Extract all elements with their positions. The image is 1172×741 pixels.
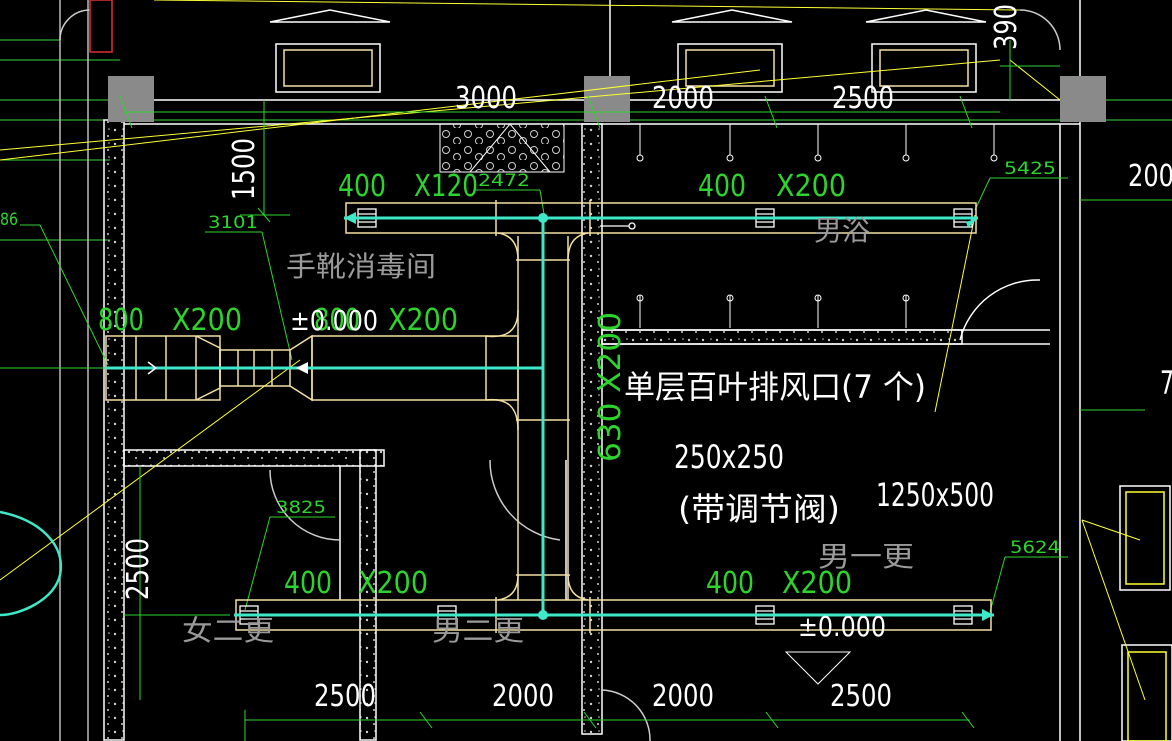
- label-upper-left-h: X120: [414, 169, 478, 204]
- dim-2500-bottom-a: 2500: [314, 679, 376, 714]
- label-main-left-h: X200: [172, 303, 242, 338]
- dim-2000-bottom-b: 2000: [652, 679, 714, 714]
- dim-390: 390: [989, 4, 1024, 50]
- dimension-text: 3000 2000 2500 390 1500 2500 200 2500 20…: [121, 4, 1172, 714]
- room-labels: 手靴消毒间 ±0.000 男浴 男一更 男二更 女二更 ±0.000: [182, 214, 914, 647]
- label-lower-left-w: 400: [284, 566, 332, 601]
- note-louver: 单层百叶排风口(7 个): [624, 368, 926, 406]
- dim-2000-bottom-a: 2000: [492, 679, 554, 714]
- room-shoe-disinfection: 手靴消毒间: [286, 250, 436, 283]
- notes: 单层百叶排风口(7 个) 250x250 (带调节阀) 1250x500 7: [624, 364, 1172, 528]
- label-main-mid-h: X200: [388, 303, 458, 338]
- elev-2472: 2472: [478, 171, 530, 191]
- dimension-lines: [0, 40, 1172, 741]
- label-lower-right-w: 400: [706, 566, 754, 601]
- curved-outline: [0, 510, 63, 617]
- leader-lines: [0, 0, 1146, 701]
- elev-5624: 5624: [1010, 538, 1060, 558]
- label-lower-left-h: X200: [358, 566, 428, 601]
- centerline-arrows: [147, 212, 994, 621]
- label-main-mid-w: 800: [314, 303, 360, 338]
- note-louver-size: 250x250: [674, 438, 784, 476]
- edge-fragment-7: 7: [1160, 364, 1172, 402]
- level-triangle: [784, 651, 852, 685]
- room-male-bath: 男浴: [814, 214, 870, 247]
- columns: [108, 76, 1106, 122]
- note-grille-size: 1250x500: [876, 476, 994, 514]
- duct-size-labels: 400 X120 400 X200 800 X200 800 X200 630 …: [98, 169, 852, 601]
- elev-86: 86: [0, 210, 18, 230]
- red-marker: [89, 0, 113, 53]
- label-upper-right-h: X200: [776, 169, 846, 204]
- dim-200-right: 200: [1128, 159, 1172, 194]
- room-female-change-2: 女二更: [182, 614, 274, 647]
- elevation-labels: 2472 5425 3101 3825 5624 86: [0, 159, 1060, 558]
- dim-2000-top: 2000: [652, 81, 714, 116]
- level-mid: ±0.000: [290, 304, 378, 337]
- label-riser: 630 X200: [593, 312, 628, 462]
- label-main-left-w: 800: [98, 303, 144, 338]
- elev-3825: 3825: [276, 498, 326, 518]
- hatch-block: [439, 123, 565, 173]
- dim-2500-bottom-b: 2500: [830, 679, 892, 714]
- label-upper-right-w: 400: [698, 169, 746, 204]
- wall-louvers: [269, 9, 987, 93]
- dim-2500-left: 2500: [121, 538, 156, 600]
- room-male-change-1: 男一更: [818, 540, 914, 573]
- dim-2500-top: 2500: [832, 81, 894, 116]
- dim-3000: 3000: [455, 81, 517, 116]
- note-damper: (带调节阀): [678, 490, 840, 528]
- elev-5425: 5425: [1004, 159, 1056, 179]
- label-upper-left-w: 400: [338, 169, 386, 204]
- duct-centerlines: [106, 216, 994, 617]
- dim-1500: 1500: [227, 138, 262, 200]
- room-male-change-2: 男二更: [432, 614, 524, 647]
- elev-3101: 3101: [208, 213, 258, 233]
- hanger-markers: [636, 124, 998, 328]
- label-lower-right-h: X200: [782, 566, 852, 601]
- level-lower: ±0.000: [798, 610, 886, 643]
